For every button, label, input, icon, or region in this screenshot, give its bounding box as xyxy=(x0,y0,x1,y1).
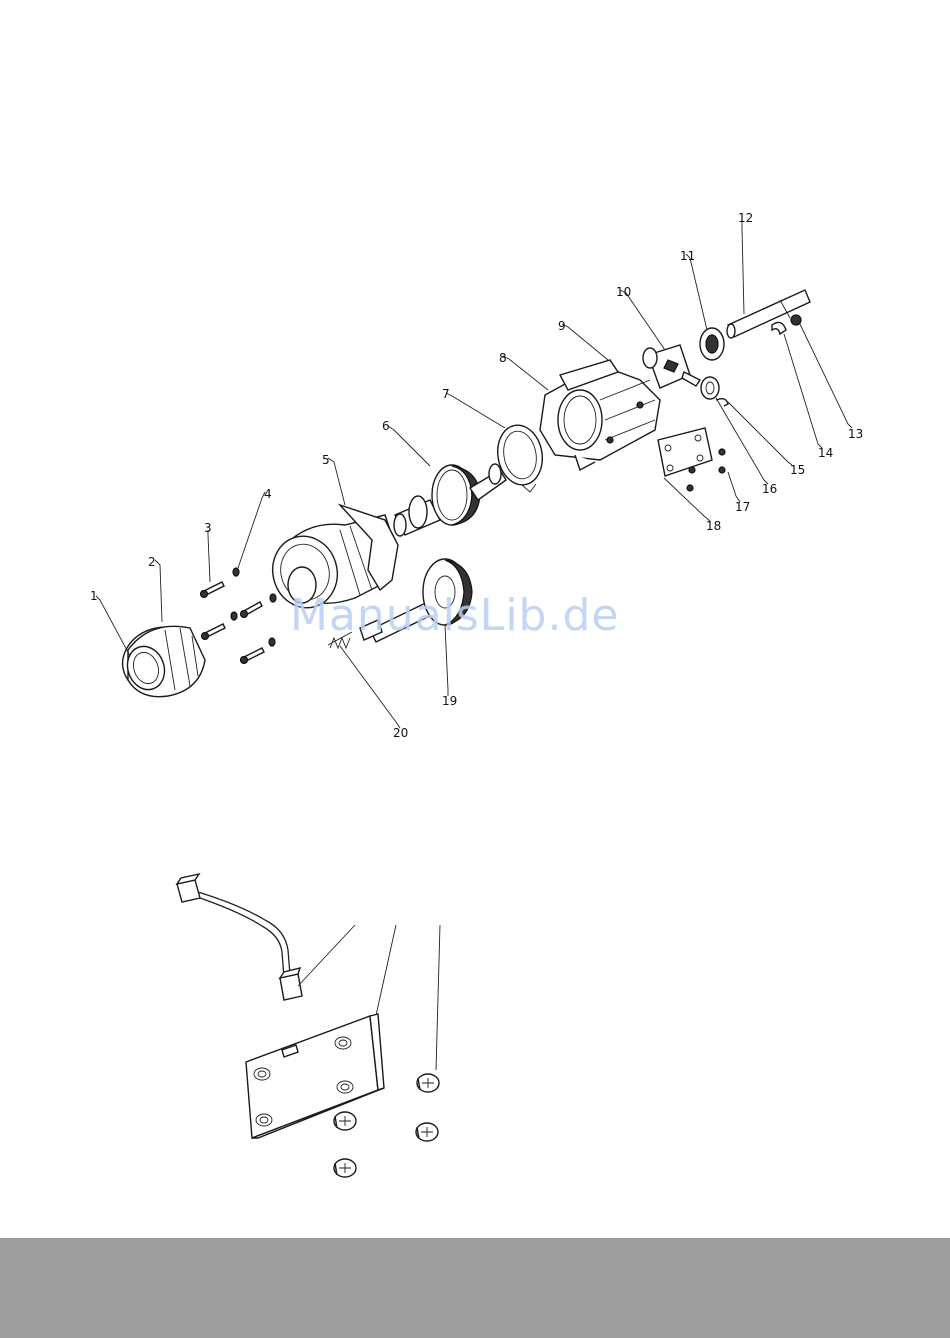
part-6-rotor-gear xyxy=(394,464,506,536)
callout-13: 13 xyxy=(848,427,863,441)
leader-lines xyxy=(96,222,852,728)
callout-10: 10 xyxy=(616,285,631,299)
lower-board-assembly xyxy=(177,874,440,1138)
callout-5: 5 xyxy=(322,453,330,467)
callout-16: 16 xyxy=(762,482,777,496)
screw-d xyxy=(334,1159,356,1177)
part-8-9-gearbox-housing xyxy=(540,360,660,470)
footer-bar xyxy=(0,1238,950,1338)
callout-11: 11 xyxy=(680,249,695,263)
callout-3: 3 xyxy=(204,521,212,535)
part-12-shaft xyxy=(727,290,810,338)
part-10-lever xyxy=(643,345,700,388)
callout-19: 19 xyxy=(442,694,457,708)
part-1-knob xyxy=(113,617,206,703)
callout-7: 7 xyxy=(442,387,450,401)
callout-8: 8 xyxy=(499,351,507,365)
watermark-text: ManualsLib.de xyxy=(290,590,670,641)
screw-b xyxy=(334,1112,356,1130)
callout-20: 20 xyxy=(393,726,408,740)
callout-9: 9 xyxy=(558,319,566,333)
part-11-bearing xyxy=(700,328,724,360)
screws-3-4 xyxy=(201,568,277,664)
callout-14: 14 xyxy=(818,446,833,460)
callout-6: 6 xyxy=(382,419,390,433)
callout-15: 15 xyxy=(790,463,805,477)
callout-1: 1 xyxy=(90,589,98,603)
screw-a xyxy=(417,1074,439,1092)
callout-4: 4 xyxy=(264,487,272,501)
callout-17: 17 xyxy=(735,500,750,514)
callout-18: 18 xyxy=(706,519,721,533)
callout-2: 2 xyxy=(148,555,156,569)
callout-labels: 1 2 3 4 5 6 7 8 9 10 11 12 13 14 15 16 1… xyxy=(90,211,863,740)
callout-12: 12 xyxy=(738,211,753,225)
screw-c xyxy=(416,1123,438,1141)
